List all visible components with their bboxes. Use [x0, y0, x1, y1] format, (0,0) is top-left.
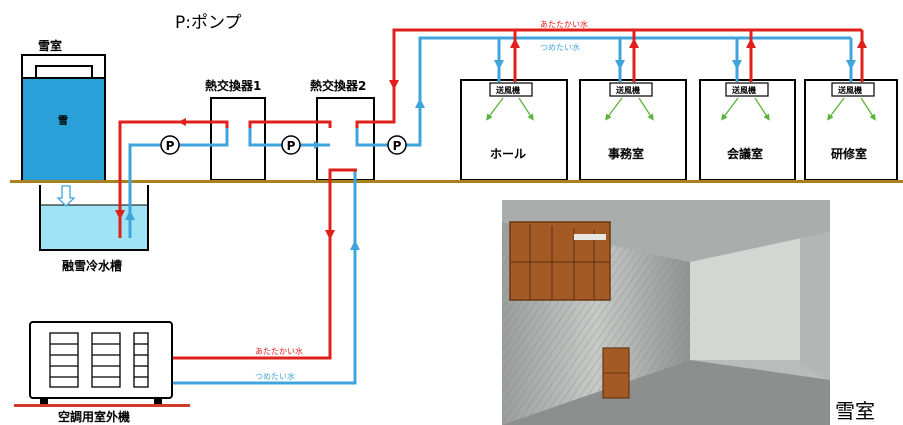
snow-room-photo	[502, 200, 830, 425]
room-office: 送風機 事務室	[579, 79, 687, 181]
warm-water-pipes	[118, 28, 864, 360]
warm-water-label-bottom: あたたかい水	[255, 346, 303, 356]
room-meeting: 送風機 会議室	[699, 79, 796, 181]
snow-room-label: 雪室	[38, 38, 62, 53]
fan-label-meeting: 送風機	[731, 85, 756, 95]
cold-water-label-top: つめたい水	[540, 42, 580, 52]
cold-pipe-arrows	[125, 60, 856, 250]
heat-exchanger-1: 熱交換器1	[205, 78, 266, 181]
pump-3-symbol: P	[393, 139, 402, 153]
ac-outdoor-unit-label: 空調用室外機	[58, 409, 130, 424]
room-label-office: 事務室	[608, 146, 644, 161]
fan-label-office: 送風機	[615, 85, 640, 95]
room-training: 送風機 研修室	[804, 79, 898, 181]
heat-exchanger-2: 熱交換器2	[310, 78, 375, 181]
pump-2-symbol: P	[287, 139, 296, 153]
warm-pipe-arrows	[115, 38, 867, 240]
snow-room: 雪室 雪	[21, 38, 106, 183]
warm-water-label-top: あたたかい水	[540, 19, 588, 29]
pump-1: P	[160, 135, 180, 155]
snow-label: 雪	[58, 115, 68, 127]
room-hall: 送風機 ホール	[460, 79, 568, 181]
pump-legend: P:ポンプ	[175, 13, 241, 33]
heat-exchanger-1-label: 熱交換器1	[205, 78, 261, 93]
photo-caption: 雪室	[835, 399, 875, 423]
fan-label-hall: 送風機	[495, 85, 520, 95]
room-label-meeting: 会議室	[727, 146, 763, 161]
heat-exchanger-2-label: 熱交換器2	[310, 78, 366, 93]
air-flow-arrows	[486, 97, 876, 121]
fan-label-training: 送風機	[837, 85, 862, 95]
pump-2: P	[281, 135, 301, 155]
ac-outdoor-unit: 空調用室外機	[14, 321, 190, 424]
melt-tank-label: 融雪冷水槽	[62, 258, 122, 273]
pump-3: P	[387, 135, 407, 155]
pump-1-symbol: P	[166, 139, 175, 153]
cold-water-label-bottom: つめたい水	[255, 371, 295, 381]
meltwater-drain-arrow	[56, 185, 76, 207]
room-label-training: 研修室	[831, 146, 867, 161]
melt-water-tank: 融雪冷水槽	[39, 185, 149, 273]
ground-line	[10, 180, 903, 183]
room-label-hall: ホール	[490, 147, 526, 161]
